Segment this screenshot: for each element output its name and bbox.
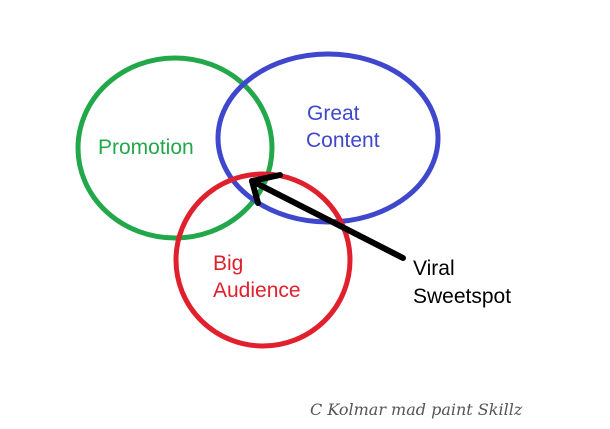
promotion-circle bbox=[75, 55, 275, 241]
big-label: Big bbox=[213, 252, 244, 275]
signature: C Kolmar mad paint Skillz bbox=[310, 400, 523, 419]
audience-label: Audience bbox=[213, 279, 301, 302]
promotion-label: Promotion bbox=[98, 136, 194, 159]
big-audience-circle bbox=[173, 171, 353, 349]
arrow-icon bbox=[249, 172, 406, 261]
sweetspot-label: Sweetspot bbox=[413, 285, 512, 308]
content-label: Content bbox=[306, 129, 380, 152]
great-label: Great bbox=[307, 102, 360, 125]
viral-label: Viral bbox=[413, 257, 455, 280]
